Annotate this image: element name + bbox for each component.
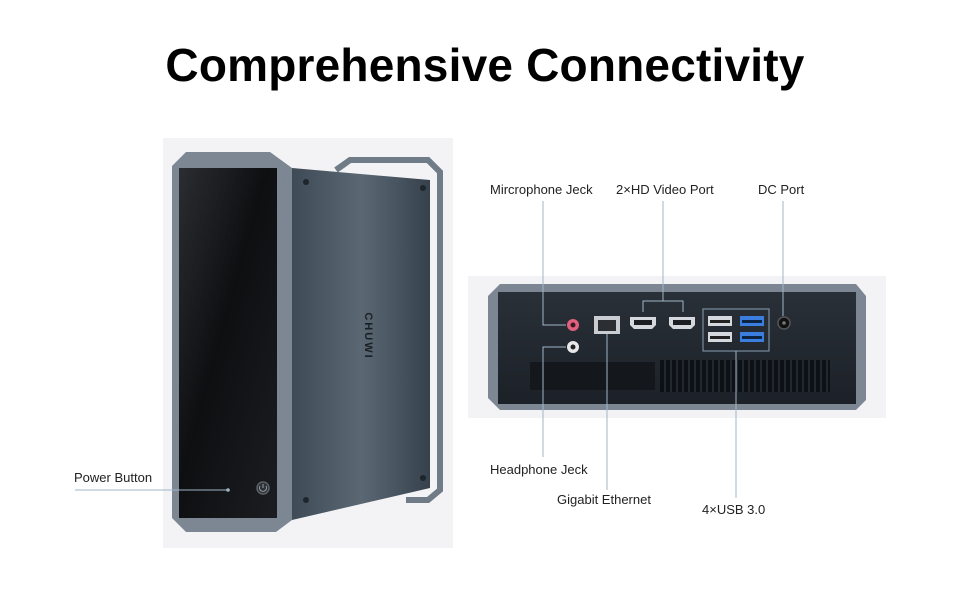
vent-left: [530, 362, 655, 390]
screw: [303, 179, 309, 185]
vent-lines: [664, 360, 828, 392]
label-dc-port: DC Port: [758, 182, 805, 197]
leader-hd-video: [642, 201, 684, 312]
label-gigabit-ethernet: Gigabit Ethernet: [557, 492, 651, 507]
brand-logo: CHUWI: [362, 312, 374, 359]
page-title: Comprehensive Connectivity: [165, 39, 805, 91]
rear-frame: [334, 157, 443, 503]
label-headphone-jack: Headphone Jeck: [490, 462, 588, 477]
side-body: [292, 168, 430, 520]
label-usb: 4×USB 3.0: [702, 502, 766, 517]
leader-lines: [75, 201, 784, 498]
label-power-button: Power Button: [74, 470, 153, 485]
leader-headphone: [542, 346, 566, 457]
screw: [420, 185, 426, 191]
screw: [303, 497, 309, 503]
mini-pc-rear: [488, 284, 866, 410]
glass-front-panel: [179, 168, 277, 518]
label-hd-video-port: 2×HD Video Port: [616, 182, 714, 197]
label-microphone-jack: Mircrophone Jeck: [490, 182, 593, 197]
leader-microphone: [542, 201, 566, 326]
mini-pc-front: [172, 152, 443, 532]
screw: [420, 475, 426, 481]
vent-grille: [660, 360, 830, 392]
